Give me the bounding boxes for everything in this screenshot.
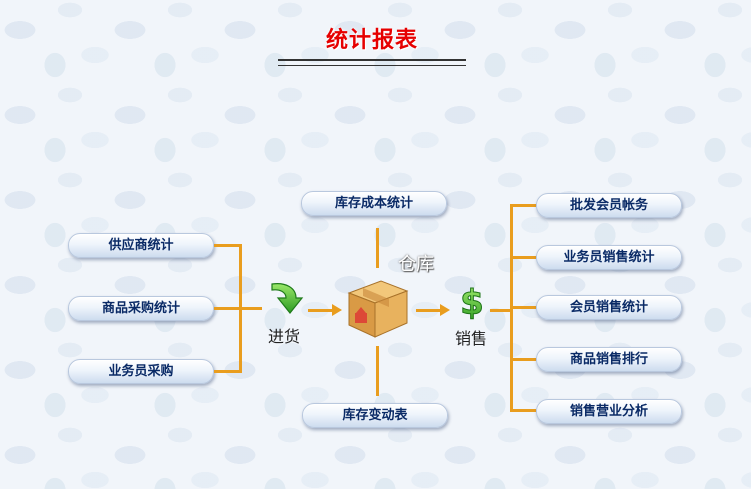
connector-line [490,309,512,312]
green-dollar-icon: $ [460,283,485,323]
svg-text:$: $ [460,283,484,322]
connector-line [510,204,536,207]
inventory-change-table-button[interactable]: 库存变动表 [302,403,448,428]
product-sales-ranking-button[interactable]: 商品销售排行 [536,347,682,372]
connector-line [376,228,379,268]
connector-line [242,307,262,310]
arrow-right-icon [332,304,342,316]
arrow-right-icon [440,304,450,316]
connector-line [510,358,536,361]
connector-line [308,309,334,312]
member-sales-stats-button[interactable]: 会员销售统计 [536,295,682,320]
salesman-sales-stats-button[interactable]: 业务员销售统计 [536,245,682,270]
wholesale-member-accounts-button[interactable]: 批发会员帐务 [536,193,682,218]
inventory-cost-stats-button[interactable]: 库存成本统计 [301,191,447,216]
sales-label: 销售 [455,329,488,348]
green-down-arrow-icon [271,283,304,314]
product-purchase-stats-button[interactable]: 商品采购统计 [68,296,214,321]
connector-line [239,244,242,373]
connector-line [510,306,536,309]
supplier-stats-button[interactable]: 供应商统计 [68,233,214,258]
connector-line [510,256,536,259]
connector-line [214,307,242,310]
connector-line [510,409,536,412]
page-title: 统计报表 [325,28,418,53]
connector-line [416,309,442,312]
connector-line [214,370,242,373]
connector-line [376,346,379,396]
salesman-purchase-button[interactable]: 业务员采购 [68,359,214,384]
warehouse-label: 仓库 [398,254,434,275]
sales-revenue-analysis-button[interactable]: 销售营业分析 [536,399,682,424]
cardboard-box-icon[interactable] [343,273,413,341]
purchase-label: 进货 [268,327,301,346]
title-underline [278,59,466,66]
connector-line [214,244,242,247]
